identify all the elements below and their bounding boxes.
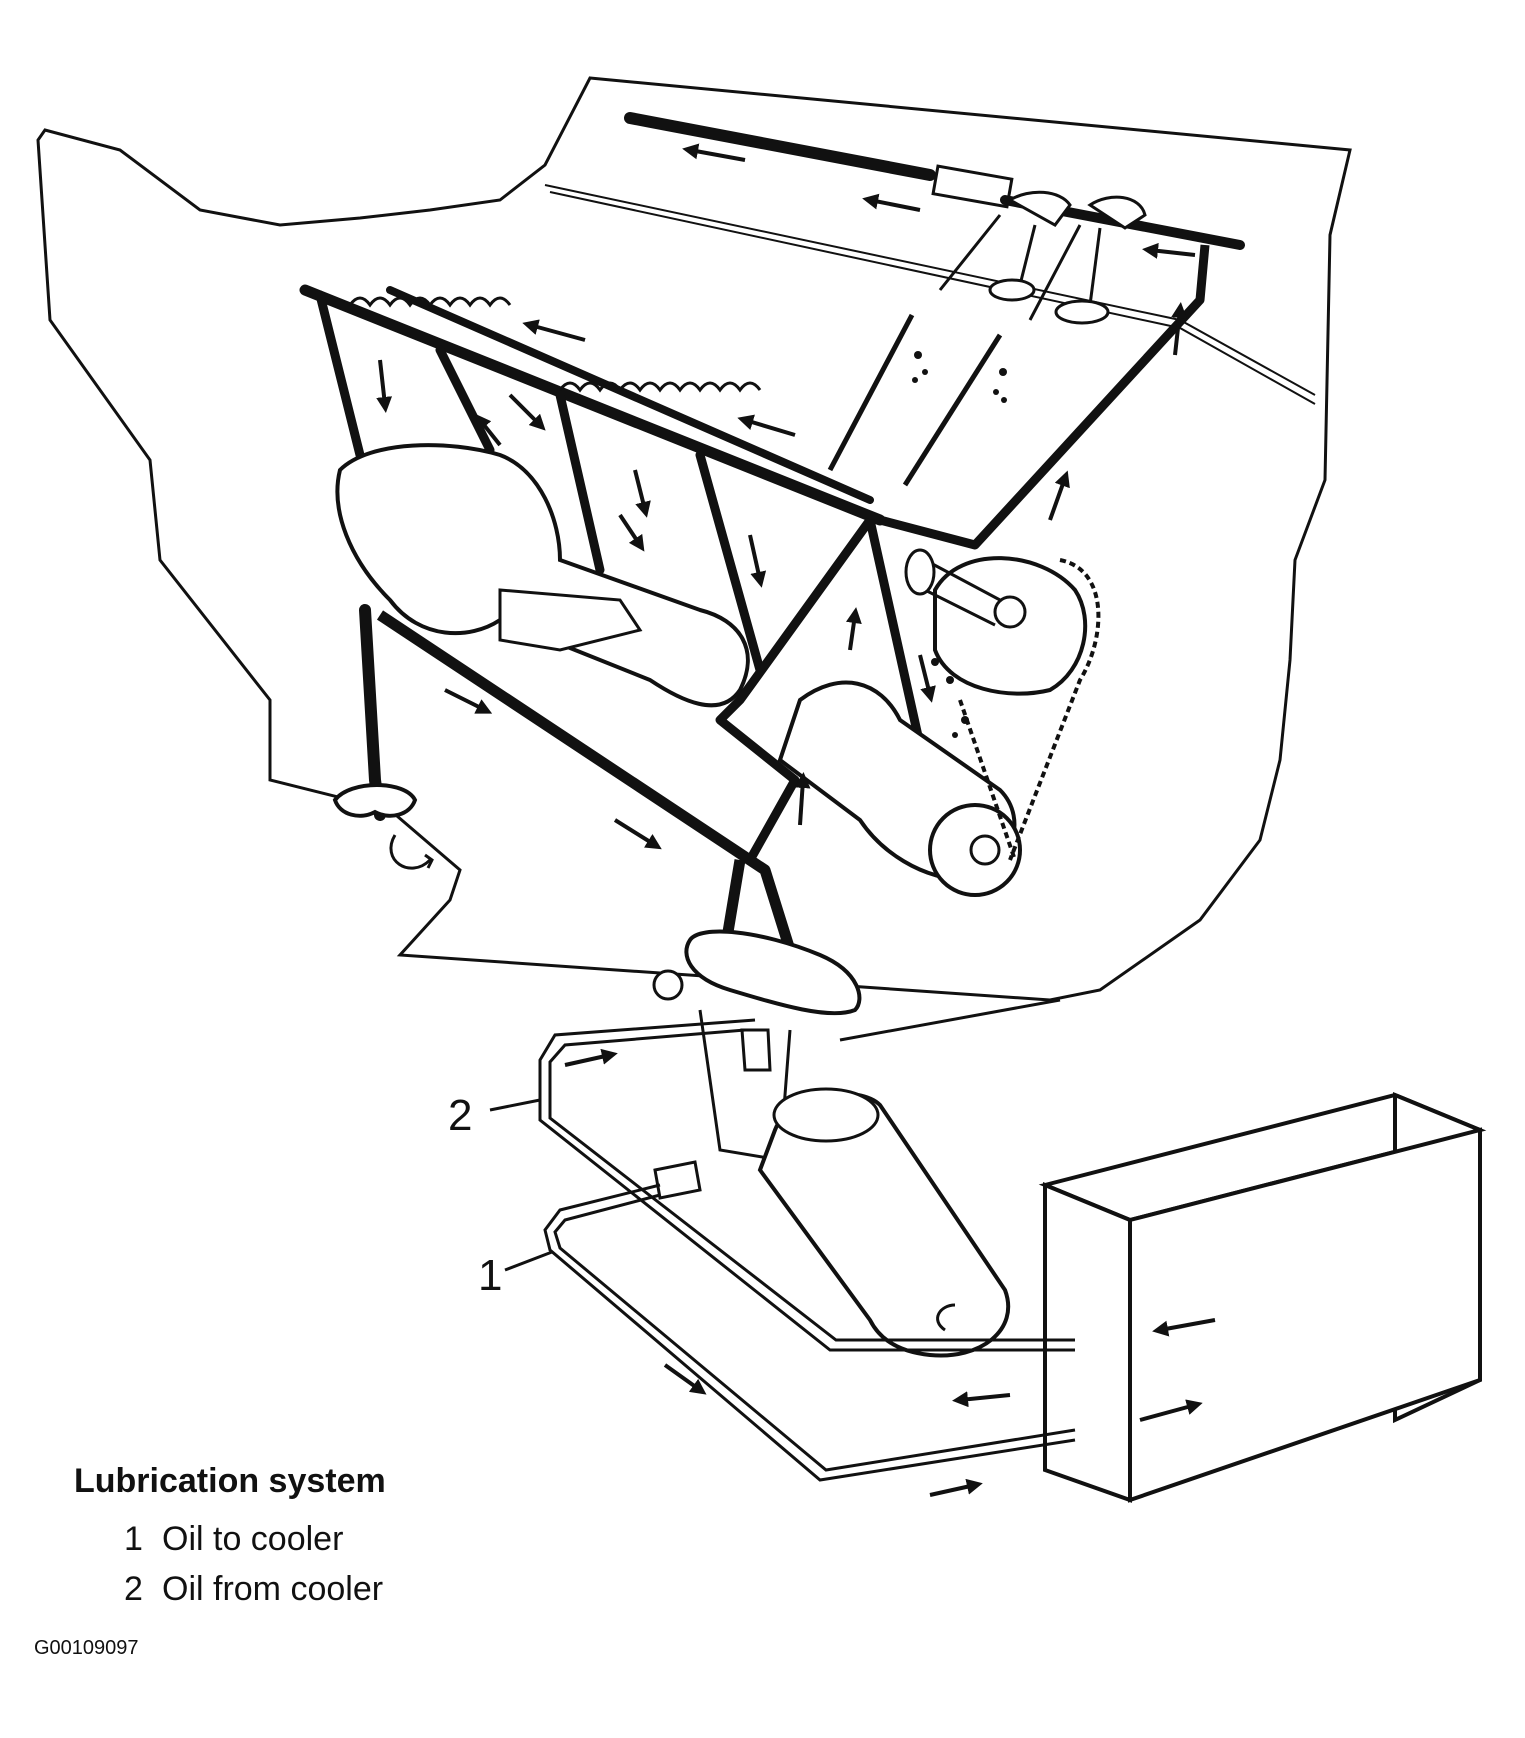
arrow-crank-up (794, 772, 811, 826)
head-supply-riser (878, 244, 1210, 550)
crank-counterweight (498, 588, 643, 652)
arrow-feed-2 (508, 393, 546, 431)
cam-end (904, 548, 936, 596)
crank-pulley-hub (969, 834, 1001, 866)
cooler-line-stub (839, 998, 1061, 1042)
legend-item-2-number: 2 (124, 1570, 143, 1608)
legend-title: Lubrication system (74, 1462, 386, 1500)
arrow-cam-up (845, 607, 862, 651)
arrow-line1-out (929, 1478, 983, 1497)
arrow-top-mid (862, 193, 921, 212)
crankshaft (335, 443, 750, 708)
arrow-gallery-2 (737, 414, 796, 437)
figure-id: G00109097 (34, 1637, 139, 1659)
arrow-feed-3 (475, 413, 502, 447)
lifter-gallery-2 (386, 286, 874, 504)
lifter-gallery (299, 284, 886, 526)
rocker-arm-1 (1006, 190, 1072, 227)
oil-cooler (1038, 1092, 1487, 1503)
legend-item-2-text: Oil from cooler (162, 1570, 384, 1608)
oil-pickup-screen (332, 783, 418, 818)
rocker-shaft-upper (624, 112, 936, 181)
arrow-top-right (1142, 242, 1196, 259)
cooler-line-1 (543, 1183, 1076, 1482)
legend-item-1-text: Oil to cooler (162, 1520, 344, 1558)
fitting-side (653, 1160, 702, 1200)
arrow-head-riser-low (1048, 470, 1070, 521)
cooler-line-2 (538, 1018, 1075, 1352)
rocker-spring (931, 164, 1014, 209)
arrow-line2-in (564, 1048, 618, 1067)
arrow-line2-return (952, 1391, 1011, 1408)
arrow-gallery-1 (522, 319, 586, 342)
arrow-feed-5 (618, 513, 645, 552)
rocker-arm-2 (1087, 195, 1147, 230)
cam-bolt (993, 595, 1027, 629)
callout-1-number: 1 (478, 1251, 502, 1300)
oil-filter-base (772, 1087, 880, 1143)
legend-item-1-number: 1 (124, 1520, 143, 1558)
callout-1-leader (504, 1250, 553, 1272)
timing-chain (958, 558, 1101, 861)
filter-adapter (684, 929, 862, 1016)
legend-item-2: 2 Oil from cooler (124, 1570, 383, 1609)
arrow-cam-down (918, 654, 936, 703)
push-rods (827, 313, 1003, 487)
oil-filter-end-mark (936, 1303, 956, 1332)
timing-feed (715, 517, 925, 863)
arrow-pump-1 (444, 688, 493, 714)
pickup-swirl-icon (389, 834, 434, 870)
pump-outlet-line (376, 610, 796, 952)
adapter-plug (652, 969, 684, 1001)
flow-arrows (376, 143, 1216, 1497)
arrow-top-left (682, 143, 746, 162)
arrow-feed-4 (633, 469, 651, 518)
arrow-cooler-out (1139, 1399, 1203, 1422)
valves (938, 214, 1110, 325)
arrow-head-riser (1171, 302, 1188, 356)
arrow-feed-1 (376, 359, 393, 413)
arrow-pump-2 (613, 818, 662, 850)
arrow-line1-down (663, 1363, 707, 1395)
legend-item-1: 1 Oil to cooler (124, 1520, 343, 1559)
arrow-feed-6 (748, 534, 767, 588)
callout-2-number: 2 (448, 1091, 472, 1140)
lifter-bumps (348, 296, 762, 393)
fitting-top (740, 1028, 772, 1072)
arrow-cooler-in (1152, 1318, 1216, 1337)
main-bearing-feeds (315, 290, 765, 675)
crank-pulley (928, 803, 1022, 897)
callout-2-leader (489, 1098, 541, 1112)
